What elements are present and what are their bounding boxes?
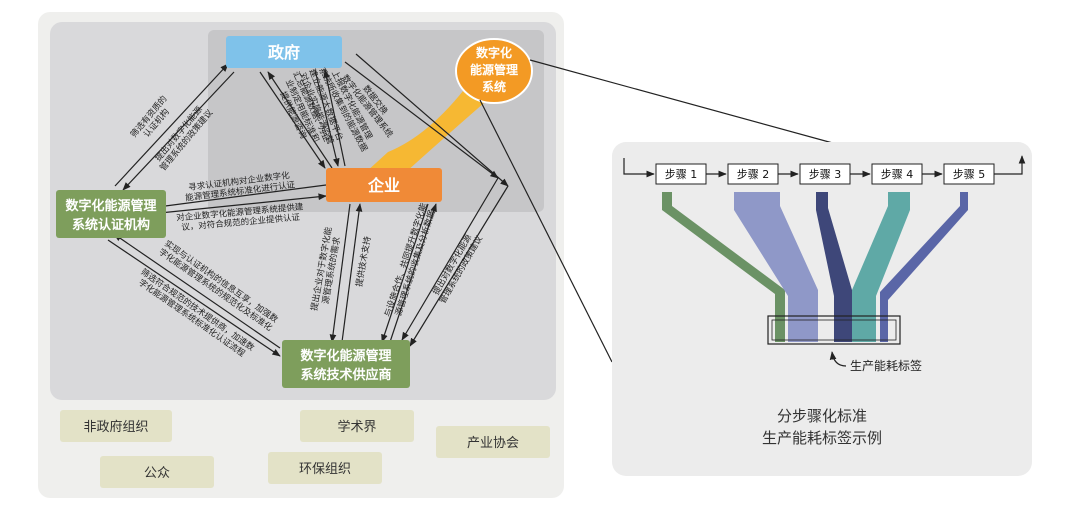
step-box-3 [799,163,851,185]
step-label-2: 步骤 2 [737,168,770,181]
arrow-ent-tech-2 [341,203,363,343]
step-box-4 [871,163,923,185]
ribbon-step-1 [662,192,785,342]
arrow-cert-tech-2 [113,233,281,349]
ribbon-step-2 [734,192,818,342]
tech-label-1: 数字化能源管理 [300,348,391,364]
energy-label-inner [771,319,897,341]
system-label-2: 能源管理 [470,62,518,77]
tech-label-2: 系统技术供应商 [300,367,391,383]
arrow-cert-gov-2 [122,71,235,191]
tech-node [282,340,410,388]
ribbon-step-4 [852,192,910,342]
arrow-ent-tech-1 [329,203,351,343]
tag-public-label: 公众 [144,466,170,481]
step-label-4: 步骤 4 [881,168,914,181]
system-node [455,38,533,104]
enterprise-label: 企业 [367,176,400,195]
energy-label-frame [767,315,901,345]
callout-line-bottom [479,99,613,363]
system-label-3: 系统 [482,79,506,94]
arrow-gov-tech-4 [409,185,509,347]
system-label-1: 数字化 [476,45,512,60]
arrow-gov-tech-2 [401,177,499,341]
ribbon-step-3 [816,192,852,342]
cert-label-1: 数字化能源管理 [65,198,156,214]
step-box-2 [727,163,779,185]
tag-academia [300,410,414,442]
gov-label: 政府 [268,43,300,62]
arrow-gov-tech-3 [355,53,509,187]
tag-academia-label: 学术界 [337,419,376,435]
arrow-gov-ent-1 [314,69,340,167]
system-integration-funnel [355,82,492,182]
arrow-gov-ent-4 [267,71,333,169]
tag-environment [268,452,382,484]
step-box-5 [943,163,995,185]
cert-node [56,190,166,238]
tag-industry-label: 产业协会 [467,436,519,451]
tag-ngo-label: 非政府组织 [83,420,148,435]
arrow-cert-ent-1 [149,184,327,211]
energy-label-name: 生产能耗标签 [850,358,922,373]
arrow-gov-ent-3 [259,71,326,169]
label-pointer [829,351,847,367]
arrow-gov-tech-1 [344,61,499,179]
step-label-3: 步骤 3 [809,168,842,181]
cert-label-2: 系统认证机构 [72,217,150,233]
arrow-cert-gov-1 [114,63,229,187]
step-label-1: 步骤 1 [665,168,698,181]
gov-node [226,36,342,68]
enterprise-node [326,168,442,202]
ribbon-step-5 [880,192,968,342]
arrow-ent-tech-4 [389,203,437,343]
step-box-1 [655,163,707,185]
tag-public [100,456,214,488]
tag-ngo [60,410,172,442]
arrow-gov-ent-2 [323,69,346,167]
label-example-panel [612,142,1032,476]
arrow-ent-tech-3 [381,203,429,343]
arrow-cert-ent-2 [149,193,327,215]
flow-start-line [623,158,655,178]
tag-industry [436,426,550,458]
callout-line-top [529,59,841,146]
caption-line-2: 生产能耗标签示例 [762,429,882,447]
arrow-cert-tech-1 [107,239,281,357]
step-label-5: 步骤 5 [953,168,986,181]
caption-line-1: 分步骤化标准 [777,407,867,425]
flow-end-line [994,155,1026,175]
tag-environment-label: 环保组织 [299,462,351,477]
